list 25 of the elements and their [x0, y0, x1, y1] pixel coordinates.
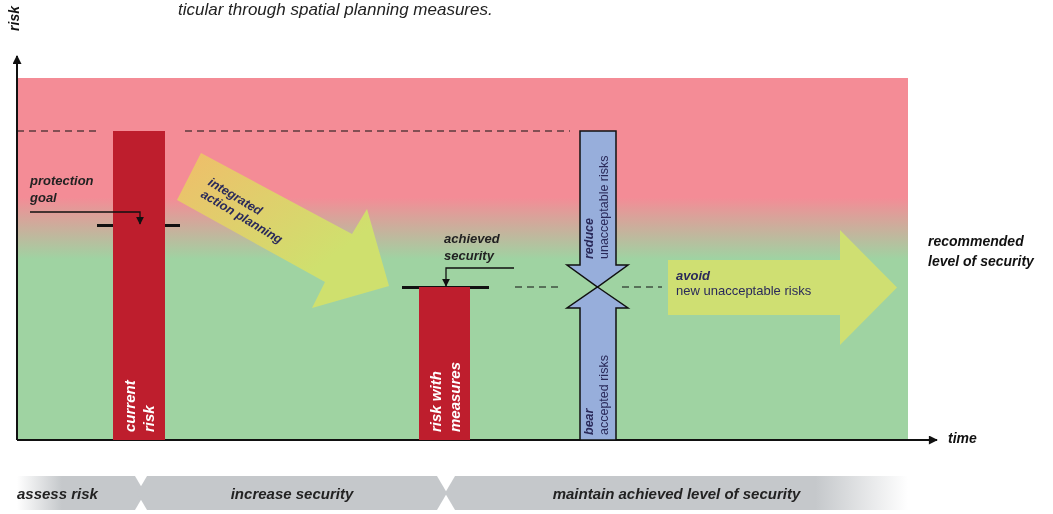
axis-label: time [948, 430, 977, 446]
arrow-label: avoid [676, 268, 711, 283]
phase-label: assess risk [17, 484, 98, 502]
risk-bar [419, 287, 470, 440]
block-arrow [177, 153, 389, 308]
arrow-label: accepted risks [597, 354, 612, 435]
risk-bar [113, 131, 165, 440]
annotation-text: protection goal [30, 172, 95, 206]
arrow-label: new unacceptable risks [676, 283, 812, 298]
block-arrow [668, 230, 897, 345]
level-label: recommended level of security [928, 232, 1035, 271]
axis-label: risk [6, 6, 22, 31]
pointer-band [567, 131, 628, 287]
phase-label: increase security [230, 484, 354, 502]
annotation-text: achieved security [444, 230, 501, 264]
bar-label: risk with measures [425, 360, 464, 432]
arrow-label: reduce [582, 217, 597, 259]
bar-label: current risk [120, 378, 158, 432]
caption-fragment: ticular through spatial planning measures. [178, 0, 493, 20]
phase-label: maintain achieved level of security [552, 484, 801, 502]
arrow-label: bear [582, 407, 597, 435]
leader-line [29, 211, 144, 225]
leader-line [442, 267, 515, 287]
arrow-label: unacceptable risks [597, 154, 612, 259]
pointer-band [567, 287, 628, 440]
